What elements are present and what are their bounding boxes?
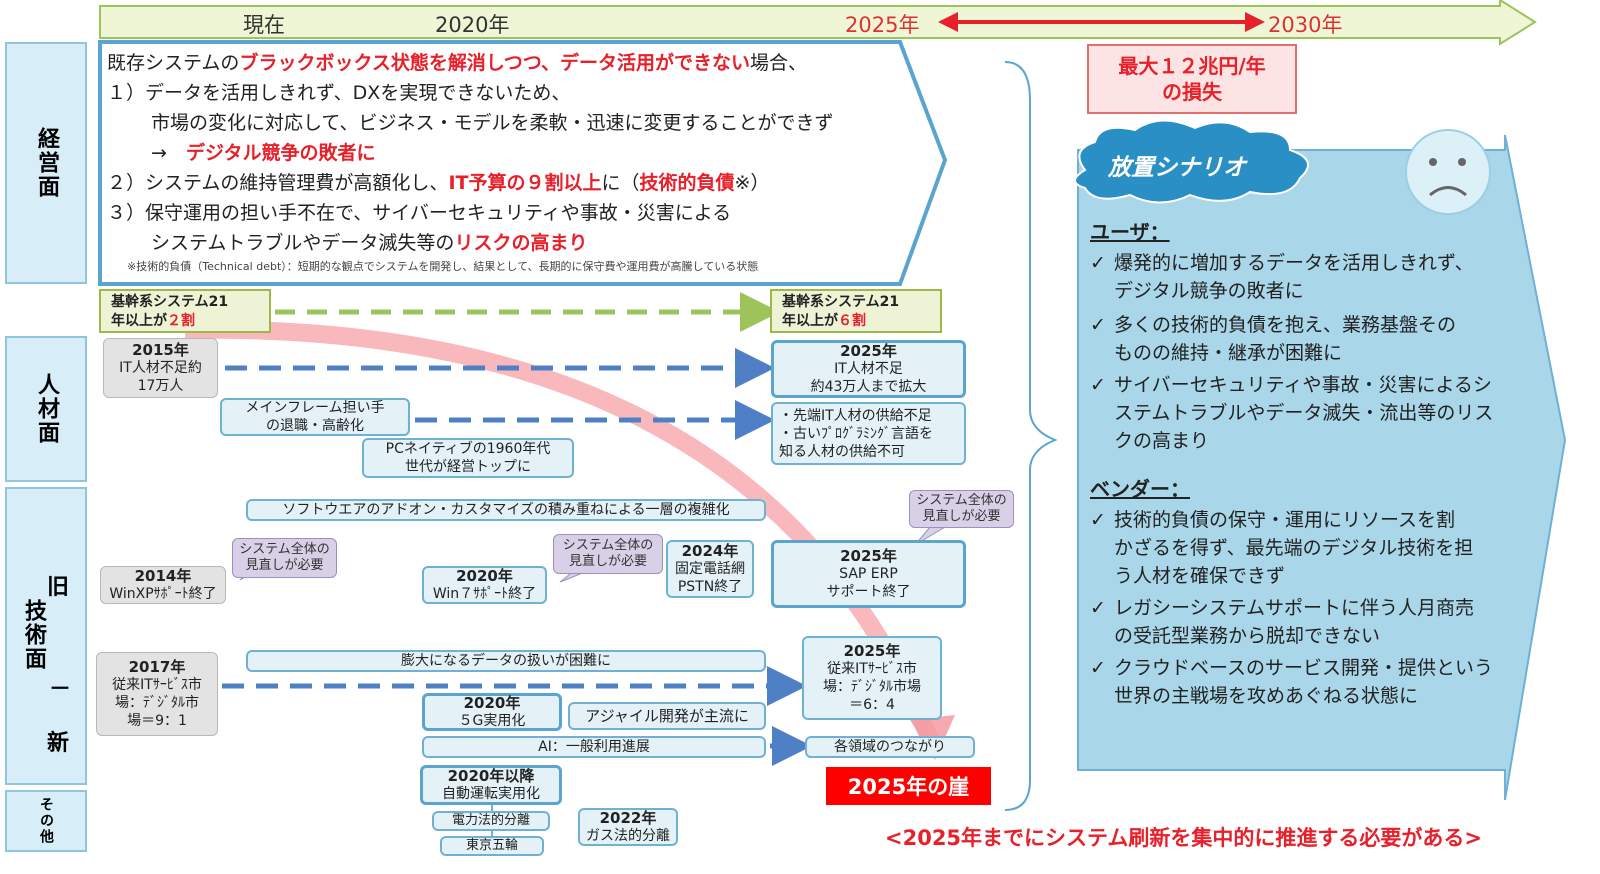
management-line-6: システムトラブルやデータ滅失等のリスクの高まり [151,232,588,254]
scenario-panel [1077,134,1567,801]
management-line-5: ３）保守運用の担い手不在で、サイバーセキュリティや事故・災害による [107,202,732,224]
side-label-other: その他 [5,790,87,852]
footer-message: <2025年までにシステム刷新を集中的に推進する必要がある> [885,826,1483,850]
side-label-people: 人材面 [5,336,87,482]
mainframe-box: メインフレーム担い手の退職・高齢化 [220,398,410,436]
management-line-3: → デジタル競争の敗者に [151,142,376,164]
scenario-content: ユーザ： ✓爆発的に増加するデータを活用しきれず、 デジタル競争の敗者に ✓多く… [1090,216,1500,710]
side-label-management: 経営面 [5,42,87,284]
cliff-curve-arrow [184,320,939,744]
scenario-cloud [1074,119,1309,204]
timeline-2020: 2020年 [435,13,510,37]
scenario-title: 放置シナリオ [1108,155,1246,181]
bigdata-box: 膨大になるデータの扱いが困難に [246,650,766,672]
vendor-item-1: ✓技術的負債の保守・運用にリソースを割 かざるを得ず、最先端のデジタル技術を担 … [1090,506,1500,590]
period-arrow-left-head [938,12,958,32]
user-item-3: ✓サイバーセキュリティや事故・災害によるシ ステムトラブルやデータ滅失・流出等の… [1090,371,1500,455]
connect-box: 各領域のつながり [805,736,975,758]
check-icon: ✓ [1090,509,1106,531]
management-note: ※技術的負債（Technical debt）：短期的な観点でシステムを開発し、結… [127,260,759,273]
user-item-1: ✓爆発的に増加するデータを活用しきれず、 デジタル競争の敗者に [1090,249,1500,305]
vendor-item-3: ✓クラウドベースのサービス開発・提供という 世界の主戦場を攻めあぐねる状態に [1090,654,1500,710]
user-heading: ユーザ： [1090,220,1170,244]
management-line-1: １）データを活用しきれず、DXを実現できないため、 [107,82,571,104]
timeline-arrow [99,0,1537,46]
side-label-tech: 旧 技術面 － 新 [5,487,87,785]
check-icon: ✓ [1090,252,1106,274]
management-line-4: ２）システムの維持管理費が高額化し、IT予算の９割以上に（技術的負債※） [107,172,770,194]
tech-2025-market-box: 2025年従来ITｻｰﾋﾞｽ市場：ﾃﾞｼﾞﾀﾙ市場＝6：4 [802,636,942,720]
core-systems-left: 基幹系システム21 年以上が２割 [99,289,271,333]
auto-driving-box: 2020年以降自動運転実用化 [420,765,562,805]
management-line-0: 既存システムのブラックボックス状態を解消しつつ、データ活用ができない場合、 [107,52,807,74]
management-panel [98,40,948,286]
ai-box: AI：一般利用進展 [422,736,766,758]
brace [1004,61,1058,811]
review-callout-1: システム全体の見直しが必要 [232,538,337,578]
user-item-2: ✓多くの技術的負債を抱え、業務基盤その ものの維持・継承が困難に [1090,311,1500,367]
core-systems-right: 基幹系システム21 年以上が６割 [770,289,942,333]
review-callout-3: システム全体の見直しが必要 [909,490,1014,528]
check-icon: ✓ [1090,657,1106,679]
gas-box: 2022年ガス法的分離 [578,808,678,846]
management-content: 既存システムのブラックボックス状態を解消しつつ、データ活用ができない場合、 １）… [107,48,927,274]
period-arrow-right-head [1245,12,1265,32]
vendor-item-2: ✓レガシーシステムサポートに伴う人月商売 の受託型業務から脱却できない [1090,594,1500,650]
olympics-box: 東京五輪 [440,836,544,856]
loss-box: 最大１２兆円/年 の損失 [1087,44,1297,114]
timeline-now: 現在 [243,13,285,37]
power-box: 電力法的分離 [432,811,550,831]
addon-box: ソフトウエアのアドオン・カスタマイズの積み重ねによる一層の複雑化 [246,499,766,521]
timeline-2030: 2030年 [1268,13,1343,37]
vendor-heading: ベンダー： [1090,477,1190,501]
timeline-2025: 2025年 [845,13,920,37]
supply-box: ・先端IT人材の供給不足・古いﾌﾟﾛｸﾞﾗﾐﾝｸﾞ言語を知る人材の供給不可 [771,402,966,465]
management-line-2: 市場の変化に対応して、ビジネス・モデルを柔軟・迅速に変更することができず [151,112,834,134]
check-icon: ✓ [1090,314,1106,336]
check-icon: ✓ [1090,597,1106,619]
cliff-label: 2025年の崖 [826,767,991,805]
sad-face-icon [1405,129,1491,215]
tech-2017-box: 2017年従来ITｻｰﾋﾞｽ市場：ﾃﾞｼﾞﾀﾙ市場＝9：1 [96,652,218,736]
agile-box: アジャイル開発が主流に [568,702,766,730]
review-callout-2: システム全体の見直しが必要 [553,534,663,574]
pcnative-box: PCネイティブの1960年代世代が経営トップに [362,438,574,478]
check-icon: ✓ [1090,374,1106,396]
